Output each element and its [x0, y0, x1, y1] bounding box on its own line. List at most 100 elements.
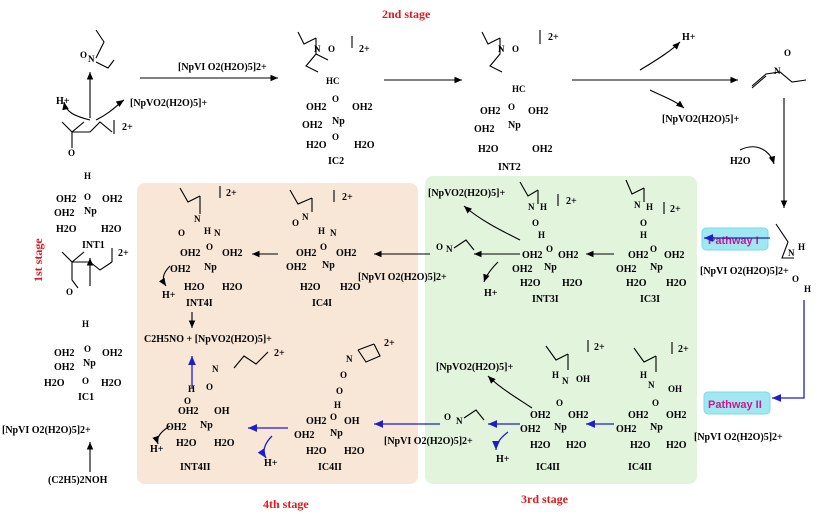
atom-label: N — [774, 66, 781, 76]
atom-label: O — [792, 274, 799, 284]
proton-ic4b-left: H+ — [264, 458, 278, 469]
atom-label: O — [330, 412, 337, 422]
atom-label: OH — [344, 416, 360, 427]
atom-label: O — [80, 50, 87, 60]
atom-label: H — [334, 400, 341, 410]
pathway1-label: Pathway I — [708, 235, 759, 247]
atom-label: HC — [326, 76, 340, 86]
atom-label: OH2 — [54, 348, 75, 359]
atom-label: 2+ — [359, 44, 370, 55]
atom-label: OH2 — [520, 424, 541, 435]
atom-label: O — [292, 218, 299, 228]
atom-label: O — [650, 244, 657, 254]
int1-structure: O H O OH2 OH2 Np OH2 H2O H2O 2+ — [54, 120, 133, 235]
arrow-npv-int1 — [95, 99, 125, 121]
bond-line — [751, 71, 807, 89]
atom-label: OH2 — [336, 248, 357, 259]
atom-label: OH2 — [522, 250, 543, 261]
atom-label: N — [194, 214, 201, 224]
atom-label: N — [214, 228, 221, 238]
stage3-panel — [425, 176, 697, 484]
atom-label: OH2 — [306, 416, 327, 427]
atom-label: N — [562, 376, 569, 386]
atom-label: 2+ — [122, 122, 133, 133]
diethylhydroxylamine: (C2H5)2NOH — [48, 475, 108, 486]
atom-label: H2O — [56, 224, 77, 235]
atom-label: OH2 — [664, 250, 685, 261]
ic4a-label: IC4I — [312, 298, 332, 309]
atom-label: 2+ — [566, 196, 577, 207]
atom-label: 2+ — [118, 248, 129, 259]
arrow-npv-int3 — [463, 205, 521, 241]
atom-label: O — [652, 398, 659, 408]
atom-label: O — [784, 48, 791, 58]
atom-label: OH2 — [666, 410, 687, 421]
atom-label: O — [532, 218, 539, 228]
arrow-proton-pathway2 — [492, 431, 509, 451]
arrow-proton-int2 — [639, 41, 681, 71]
bond-line — [481, 31, 503, 73]
atom-label: H — [804, 284, 811, 294]
npvi-reagent-ic4a: [NpVI O2(H2O)5]2+ — [358, 272, 447, 283]
atom-label: OH — [668, 384, 682, 394]
proton-int3: H+ — [484, 288, 498, 299]
atom-label: H — [188, 384, 195, 394]
atom-label: N — [212, 364, 219, 374]
atom-label: H2O — [176, 438, 197, 449]
ic4b-right-structure: H N O OH OH2 OH2 Np OH2 H2O H2O 2+ — [616, 342, 689, 451]
bond-line — [545, 345, 569, 370]
ic2-label: IC2 — [328, 156, 344, 167]
atom-label: H — [82, 319, 89, 329]
atom-label: OH2 — [302, 120, 323, 131]
atom-label: H2O — [666, 278, 687, 289]
stage4-label: 4th stage — [263, 497, 309, 511]
bond-line — [633, 347, 657, 372]
atom-label: OH2 — [166, 422, 187, 433]
atom-label: O — [508, 102, 515, 112]
bond-line — [233, 351, 269, 369]
nitroxide-stage3: O N — [436, 239, 475, 254]
bond-line — [625, 179, 645, 202]
atom-label: N — [88, 54, 95, 64]
atom-label: Np — [322, 260, 335, 271]
atom-label: H2O — [344, 446, 365, 457]
atom-label: Np — [650, 262, 663, 273]
atom-label: O — [332, 94, 339, 104]
atom-label: H — [540, 202, 547, 212]
int4b-structure: N O H O OH2 OH Np OH2 H2O H2O 2+ — [166, 348, 285, 449]
atom-label: O — [320, 242, 327, 252]
atom-label: O — [82, 376, 89, 386]
atom-label: H — [640, 230, 647, 240]
atom-label: OH2 — [306, 102, 327, 113]
stage2-label: 2nd stage — [382, 7, 431, 21]
atom-label: H2O — [530, 440, 551, 451]
atom-label: 2+ — [678, 344, 689, 355]
nitrone-product: N O — [751, 48, 807, 89]
atom-label: H2O — [101, 224, 122, 235]
atom-label: O — [546, 244, 553, 254]
int4b-label: INT4II — [180, 462, 211, 473]
atom-label: N — [302, 212, 309, 222]
int3-structure: N H O H O OH2 OH2 Np OH2 H2O H2O 2+ — [512, 181, 583, 289]
proton-int2: H+ — [682, 32, 696, 43]
atom-label: N — [634, 200, 641, 210]
atom-label: 2+ — [226, 188, 237, 199]
atom-label: OH2 — [180, 248, 201, 259]
atom-label: O — [340, 370, 347, 380]
int1-label: INT1 — [82, 240, 105, 251]
atom-label: H — [798, 242, 805, 252]
atom-label: OH2 — [352, 102, 373, 113]
atom-label: HC — [512, 84, 526, 94]
ic4b-right-label: IC4II — [628, 462, 652, 473]
atom-label: H — [84, 171, 91, 181]
pathway2-box — [703, 391, 771, 415]
bond-line — [289, 189, 313, 212]
atom-label: H2O — [184, 282, 205, 293]
atom-label: OH2 — [616, 264, 637, 275]
atom-label: O — [84, 344, 91, 354]
arrow-proton-int4b — [152, 425, 171, 445]
pathway2-arrow — [772, 300, 805, 402]
npvi-reagent-ic1: [NpVI O2(H2O)5]2+ — [2, 425, 91, 436]
arrow-proton-int3 — [483, 261, 499, 283]
